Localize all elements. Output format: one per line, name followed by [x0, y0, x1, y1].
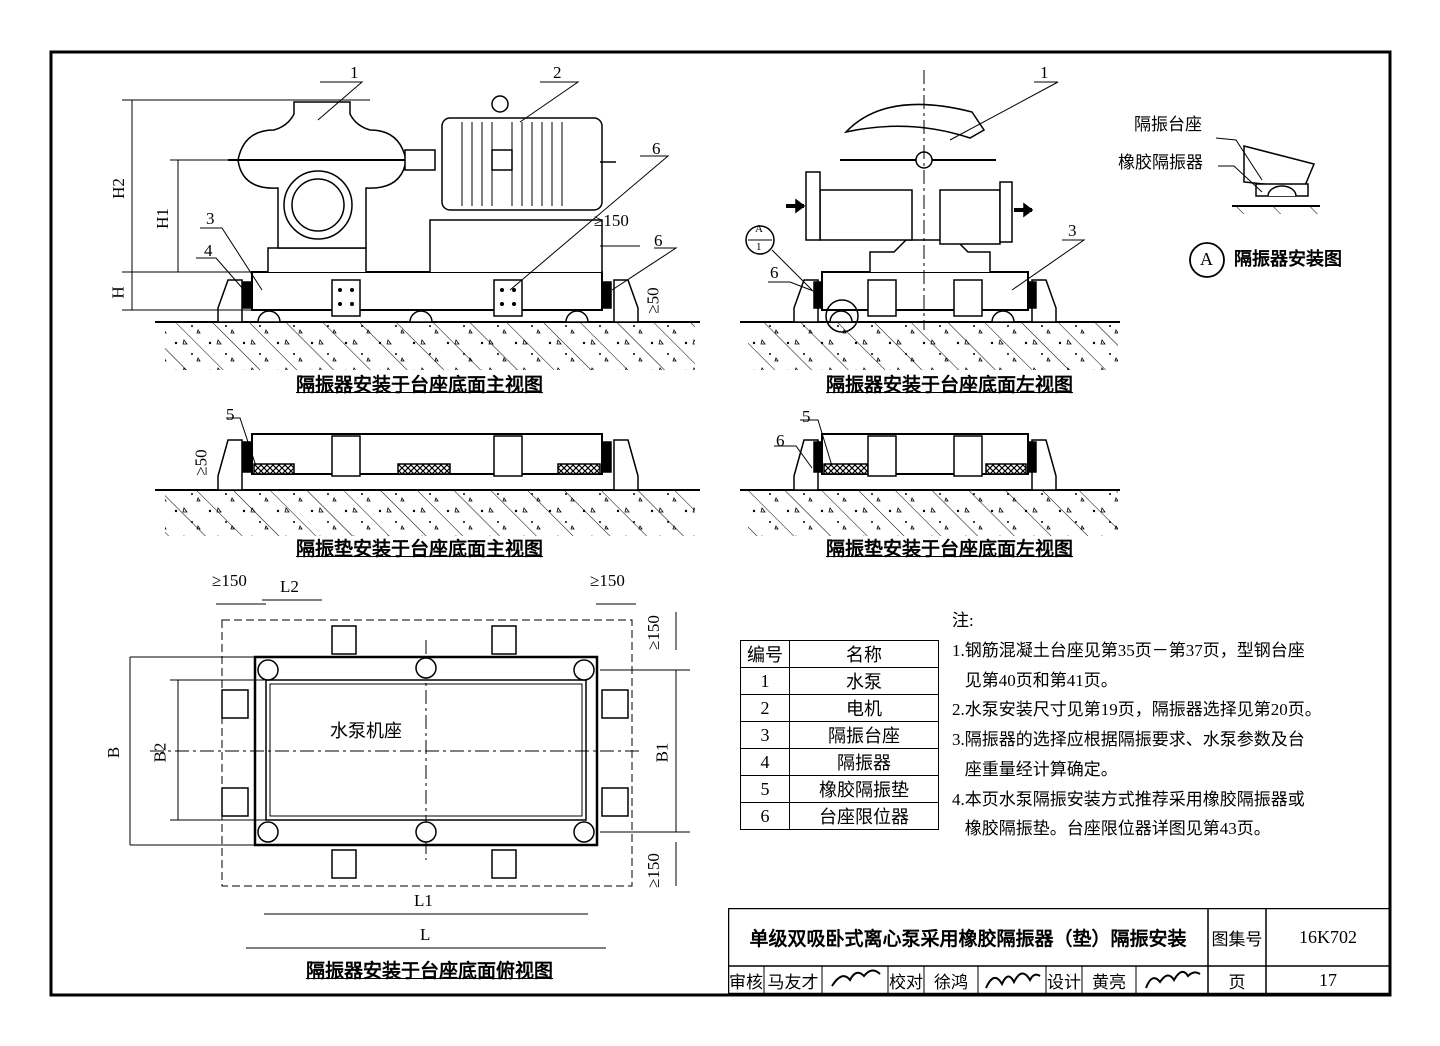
dim-min150-front: ≥150 — [594, 211, 629, 230]
dim-H2: H2 — [108, 178, 128, 199]
caption-isolator-front: 隔振器安装于台座底面主视图 — [296, 375, 544, 396]
dim-L: L — [420, 925, 431, 944]
legend-no: 1 — [740, 667, 790, 695]
notes-title: 注: — [952, 611, 974, 630]
note-line: 3.隔振器的选择应根据隔振要求、水泵参数及台 — [952, 730, 1305, 749]
callout-3a: 3 — [206, 209, 215, 228]
section-marker-1: 1 — [756, 241, 762, 253]
reviewer-name: 马友才 — [767, 972, 819, 992]
legend-name: 水泵 — [789, 667, 939, 695]
dim-min50-pad: ≥50 — [191, 449, 211, 476]
callout-4: 4 — [204, 241, 213, 260]
check-label: 校对 — [889, 972, 923, 992]
legend-no: 5 — [740, 775, 790, 803]
note-line: 4.本页水泵隔振安装方式推荐采用橡胶隔振器或 — [952, 789, 1305, 809]
legend-no: 4 — [740, 748, 790, 776]
dim-min150-top-left: ≥150 — [212, 571, 247, 590]
detail-label-seat: 隔振台座 — [1134, 115, 1202, 134]
note-line: 见第40页和第41页。 — [952, 670, 1118, 690]
legend-no: 2 — [740, 694, 790, 722]
dim-B: B — [104, 746, 124, 759]
caption-pad-left: 隔振垫安装于台座底面左视图 — [826, 539, 1074, 560]
review-label: 审核 — [729, 972, 763, 992]
callout-2: 2 — [553, 63, 562, 82]
atlas-number: 16K702 — [1299, 926, 1357, 947]
view-isolator-front — [122, 81, 700, 370]
atlas-label: 图集号 — [1211, 929, 1263, 949]
caption-pad-front: 隔振垫安装于台座底面主视图 — [296, 539, 544, 560]
drawing-title: 单级双吸卧式离心泵采用橡胶隔振器（垫）隔振安装 — [749, 928, 1187, 950]
dim-L1: L1 — [414, 891, 433, 910]
note-line: 橡胶隔振垫。台座限位器详图见第43页。 — [952, 819, 1271, 839]
dim-L2: L2 — [280, 577, 299, 596]
callout-1b: 1 — [1040, 63, 1049, 82]
legend-name: 电机 — [789, 694, 939, 722]
callout-5a: 5 — [226, 405, 235, 424]
callout-6c: 6 — [770, 263, 779, 282]
dim-min150-right-bottom: ≥150 — [643, 853, 663, 888]
sheet-border — [49, 50, 1392, 997]
view-pad-front — [155, 417, 700, 536]
section-marker-a: A — [755, 223, 763, 235]
designer-signature — [1145, 970, 1201, 989]
dim-min150-right-top: ≥150 — [643, 615, 663, 650]
page-label: 页 — [1228, 972, 1246, 992]
note-line: 1.钢筋混凝土台座见第35页－第37页，型钢台座 — [952, 640, 1305, 660]
legend-name: 隔振台座 — [789, 721, 939, 749]
legend-no: 6 — [740, 802, 790, 830]
legend-header-name: 名称 — [789, 640, 939, 668]
note-line: 座重量经计算确定。 — [952, 759, 1118, 779]
legend-header-no: 编号 — [740, 640, 790, 668]
title-block: 单级双吸卧式离心泵采用橡胶隔振器（垫）隔振安装 图集号 16K702 审核 马友… — [728, 908, 1390, 994]
detail-marker: A — [1200, 249, 1213, 269]
detail-a-drawing — [1189, 137, 1320, 278]
legend-name: 橡胶隔振垫 — [789, 775, 939, 803]
detail-title: 隔振器安装图 — [1234, 249, 1342, 269]
legend-header: 编号 名称 — [740, 640, 939, 668]
callout-6a: 6 — [652, 139, 661, 158]
detail-label-isolator: 橡胶隔振器 — [1118, 153, 1203, 172]
callout-6d: 6 — [776, 431, 785, 450]
dim-min50-front: ≥50 — [643, 287, 663, 314]
callout-3b: 3 — [1068, 221, 1077, 240]
page-number: 17 — [1319, 969, 1337, 990]
caption-isolator-top: 隔振器安装于台座底面俯视图 — [306, 961, 554, 982]
checker-name: 徐鸿 — [934, 972, 968, 992]
caption-isolator-left: 隔振器安装于台座底面左视图 — [826, 375, 1074, 396]
dim-H1: H1 — [152, 208, 172, 229]
dim-B2: B2 — [150, 742, 170, 763]
dim-B1: B1 — [652, 742, 672, 763]
checker-signature — [985, 972, 1041, 989]
reviewer-signature — [831, 969, 881, 987]
legend-no: 3 — [740, 721, 790, 749]
title-block-grid — [728, 908, 1390, 994]
view-isolator-left — [740, 70, 1120, 370]
notes-block: 注: 1.钢筋混凝土台座见第35页－第37页，型钢台座 见第40页和第41页。 … — [952, 606, 1322, 844]
designer-name: 黄亮 — [1092, 972, 1126, 992]
note-line: 2.水泵安装尺寸见第19页，隔振器选择见第20页。 — [952, 700, 1322, 720]
design-label: 设计 — [1047, 972, 1081, 992]
legend-name: 台座限位器 — [789, 802, 939, 830]
dim-H: H — [108, 286, 128, 299]
legend-name: 隔振器 — [789, 748, 939, 776]
dim-min150-top-right: ≥150 — [590, 571, 625, 590]
callout-6b: 6 — [654, 231, 663, 250]
view-pad-left — [740, 419, 1120, 536]
isolation-base — [251, 271, 603, 311]
callout-1a: 1 — [350, 63, 359, 82]
view-isolator-top — [129, 599, 690, 949]
callout-5b: 5 — [802, 407, 811, 426]
pump-base-label: 水泵机座 — [330, 721, 402, 741]
